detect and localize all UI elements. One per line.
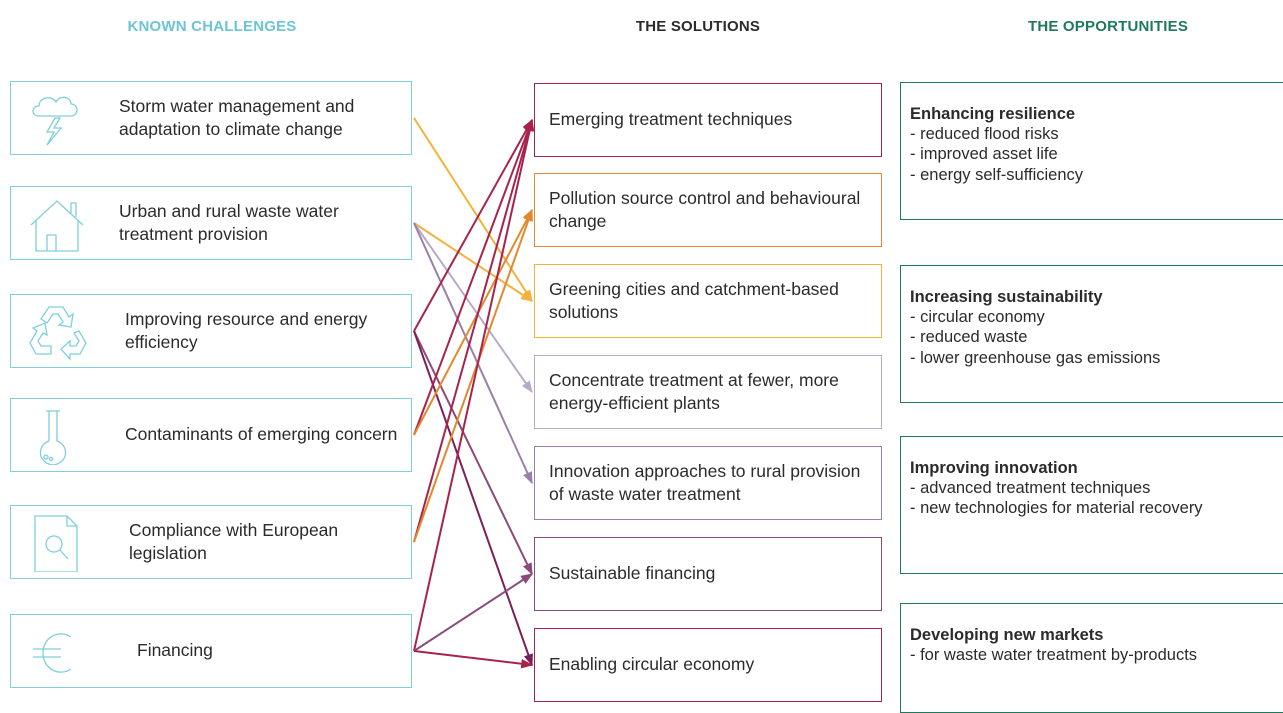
challenge-box-resource-efficiency: Improving resource and energy efficiency	[10, 294, 412, 368]
challenge-box-storm-water: Storm water management and adaptation to…	[10, 81, 412, 155]
opportunity-item: advanced treatment techniques	[910, 478, 1203, 498]
challenge-label: Urban and rural waste water treatment pr…	[119, 200, 339, 244]
solution-label: Concentrate treatment at fewer, more ene…	[549, 369, 839, 413]
recycle-icon	[29, 306, 87, 361]
challenges-header: KNOWN CHALLENGES	[127, 18, 297, 35]
solution-box-greening-cities: Greening cities and catchment-based solu…	[534, 264, 882, 338]
challenge-box-contaminants: Contaminants of emerging concern	[10, 398, 412, 472]
connector-arrow	[413, 117, 533, 303]
opportunity-item: improved asset life	[910, 144, 1083, 164]
solution-label: Sustainable financing	[549, 563, 716, 584]
connector-arrow	[413, 118, 533, 332]
challenge-label: Storm water management and adaptation to…	[119, 95, 355, 139]
solution-label: Pollution source control and behavioural…	[549, 187, 861, 231]
opportunities-header: THE OPPORTUNITIES	[1027, 18, 1189, 35]
opportunity-box-innovation: Improving innovation advanced treatment …	[900, 436, 1283, 574]
connector-arrow	[413, 222, 534, 302]
opportunity-box-resilience: Enhancing resilience reduced flood risks…	[900, 82, 1283, 220]
opportunity-list: advanced treatment techniques new techno…	[910, 478, 1203, 519]
opportunity-item: lower greenhouse gas emissions	[910, 348, 1160, 368]
document-search-icon	[34, 515, 78, 572]
solution-box-circular-economy: Enabling circular economy	[534, 628, 882, 702]
opportunity-item: new technologies for material recovery	[910, 498, 1202, 518]
challenge-box-compliance: Compliance with European legislation	[10, 505, 412, 579]
opportunity-title: Improving innovation	[910, 459, 1078, 477]
opportunity-list: circular economy reduced waste lower gre…	[910, 307, 1160, 368]
challenge-label: Financing	[137, 640, 213, 661]
connector-arrow	[413, 222, 533, 393]
challenge-box-financing: Financing	[10, 614, 412, 688]
connector-arrow	[413, 330, 533, 667]
opportunity-item: energy self-sufficiency	[910, 165, 1083, 185]
solution-box-innovation-rural: Innovation approaches to rural provision…	[534, 446, 882, 520]
solution-label: Enabling circular economy	[549, 654, 755, 675]
opportunity-item: reduced waste	[910, 327, 1160, 347]
euro-icon	[33, 633, 72, 673]
challenge-label: Improving resource and energy efficiency	[125, 308, 368, 352]
house-icon	[30, 200, 84, 252]
connector-arrow	[413, 222, 533, 485]
connector-arrow	[413, 573, 534, 652]
challenge-label: Contaminants of emerging concern	[125, 424, 398, 445]
connector-arrow	[413, 118, 534, 543]
opportunity-item: circular economy	[910, 307, 1160, 327]
challenge-box-urban-rural-waste-water: Urban and rural waste water treatment pr…	[10, 186, 412, 260]
opportunity-list: for waste water treatment by-products	[910, 645, 1197, 665]
opportunity-title: Enhancing resilience	[910, 105, 1076, 123]
opportunity-item: for waste water treatment by-products	[910, 645, 1197, 665]
challenge-label: Compliance with European legislation	[129, 519, 339, 563]
solution-label: Emerging treatment techniques	[549, 109, 793, 130]
flask-icon	[39, 410, 67, 465]
opportunity-box-sustainability: Increasing sustainability circular econo…	[900, 265, 1283, 403]
storm-cloud-icon	[32, 96, 78, 146]
solution-box-emerging-treatment: Emerging treatment techniques	[534, 83, 882, 157]
solution-box-pollution-source-control: Pollution source control and behavioural…	[534, 173, 882, 247]
solution-box-concentrate-treatment: Concentrate treatment at fewer, more ene…	[534, 355, 882, 429]
connector-arrow	[413, 118, 533, 436]
opportunity-title: Developing new markets	[910, 626, 1104, 644]
solutions-header: THE SOLUTIONS	[635, 18, 761, 35]
solution-label: Greening cities and catchment-based solu…	[549, 278, 839, 322]
connector-arrow	[413, 118, 535, 652]
opportunity-list: reduced flood risks improved asset life …	[910, 124, 1083, 185]
connector-arrow	[413, 208, 533, 436]
opportunity-title: Increasing sustainability	[910, 288, 1103, 306]
solution-box-sustainable-financing: Sustainable financing	[534, 537, 882, 611]
connector-arrow	[413, 208, 533, 543]
solution-label: Innovation approaches to rural provision…	[549, 460, 861, 504]
connector-arrow	[413, 650, 534, 669]
connector-arrow	[413, 330, 533, 576]
connector-lines	[413, 117, 535, 669]
opportunity-item: reduced flood risks	[910, 124, 1083, 144]
